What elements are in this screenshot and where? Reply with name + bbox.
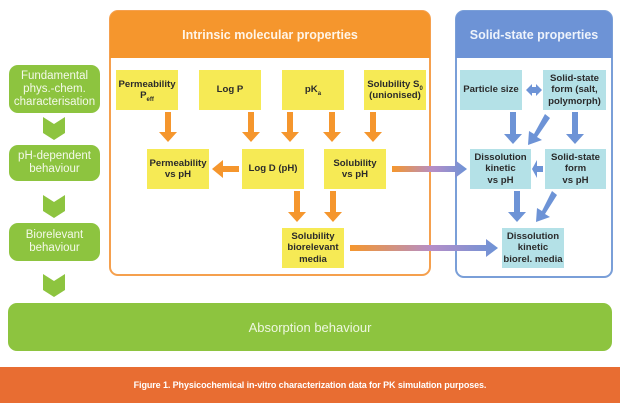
arrow-solubility-to-biorelevant (324, 191, 342, 222)
arrow-s0-down (364, 112, 382, 142)
arrow-form-vs-ph-to-biorel (536, 191, 557, 222)
box-text: form (564, 163, 587, 175)
box-solubility-biorelevant: Solubility biorelevant media (282, 228, 344, 268)
stage-line: behaviour (29, 242, 80, 254)
box-log-p: Log P (199, 70, 261, 110)
box-dissolution-biorel: Dissolution kinetic biorel. media (502, 228, 564, 268)
symbol: Solubility S (367, 78, 420, 90)
arrow-logd-to-permeability-vs-ph (212, 160, 239, 178)
box-text: polymorph) (548, 95, 601, 107)
stage-line: pH-dependent (18, 150, 91, 162)
arrow-pka-to-logd (281, 112, 299, 142)
stage-ph-dependent: pH-dependent behaviour (9, 145, 100, 181)
stage-line: phys.-chem. (23, 82, 86, 95)
stage-line: Fundamental (20, 69, 89, 82)
chevron-down-icon (43, 195, 65, 218)
box-pka: pKa (282, 70, 344, 110)
chevron-down-icon (43, 274, 65, 297)
box-dissolution-vs-ph: Dissolution kinetic vs pH (470, 149, 531, 189)
box-text: Solubility (291, 230, 335, 242)
symbol: pK (304, 84, 318, 96)
arrow-solid-state-to-dissolution (528, 114, 550, 145)
box-text: Permeability (118, 78, 176, 90)
chevron-down-icon (43, 117, 65, 140)
box-text: Permeability (149, 157, 207, 169)
box-text: Particle size (463, 84, 519, 96)
stage-fundamental: Fundamental phys.-chem. characterisation (9, 65, 100, 113)
stage-line: Biorelevant (25, 229, 84, 241)
box-text: Peff (118, 90, 175, 103)
subscript: eff (146, 96, 154, 103)
figure-caption: Figure 1. Physicochemical in-vitro chara… (133, 380, 487, 390)
arrow-particle-to-dissolution (504, 112, 522, 144)
absorption-label: Absorption behaviour (248, 319, 372, 335)
absorption-behaviour-bar: Absorption behaviour (8, 303, 612, 351)
intrinsic-properties-title: Intrinsic molecular properties (182, 27, 358, 42)
arrow-permeability-down (159, 112, 177, 142)
box-text: biorelevant (287, 242, 339, 254)
symbol: P (140, 90, 147, 101)
box-log-d: Log D (pH) (242, 149, 304, 189)
box-solid-state-form-vs-ph: Solid-state form vs pH (545, 149, 606, 189)
box-text: Log D (pH) (248, 163, 298, 175)
box-text: vs pH (164, 169, 192, 180)
box-text: Log P (216, 84, 244, 96)
stage-line: characterisation (13, 95, 96, 108)
box-text: Solid-state (550, 151, 601, 163)
box-solubility-s0: Solubility S0 (unionised) (364, 70, 426, 110)
figure-caption-bar: Figure 1. Physicochemical in-vitro chara… (0, 367, 620, 403)
arrow-biorelevant-to-dissolution-biorel (350, 239, 498, 257)
box-text: vs pH (487, 174, 514, 186)
arrow-logp-down (242, 112, 260, 142)
double-arrow-particle-solid-state (526, 84, 542, 96)
solid-state-panel: Solid-state properties (455, 10, 613, 278)
arrow-dissolution-down (508, 191, 526, 222)
box-text: form (salt, (551, 84, 598, 96)
box-text: Solubility (333, 157, 377, 169)
box-text: kinetic (485, 163, 516, 175)
arrow-solubility-to-dissolution (392, 160, 467, 178)
box-solid-state-form: Solid-state form (salt, polymorph) (543, 70, 606, 110)
box-text: kinetic (517, 242, 549, 254)
intrinsic-properties-panel: Intrinsic molecular properties (109, 10, 431, 276)
intrinsic-properties-header: Intrinsic molecular properties (110, 11, 430, 58)
box-particle-size: Particle size (460, 70, 522, 110)
subscript: a (317, 91, 322, 98)
box-text: pKa (304, 84, 322, 98)
box-permeability-peff: Permeability Peff (116, 70, 178, 110)
box-text: media (299, 253, 327, 265)
box-text: Solubility S0 (367, 78, 423, 92)
box-text: biorel. media (503, 253, 563, 265)
stage-line: behaviour (29, 163, 80, 175)
box-text: Dissolution (506, 230, 560, 242)
box-solubility-vs-ph: Solubility vs pH (324, 149, 386, 189)
box-text: Solid-state (549, 72, 600, 84)
arrow-form-vs-ph-to-dissolution (532, 160, 543, 178)
solid-state-title: Solid-state properties (469, 27, 599, 42)
arrow-pka-to-solubility (323, 112, 341, 142)
arrow-solid-state-down (566, 112, 584, 144)
box-text: vs pH (562, 174, 589, 186)
box-text: (unionised) (369, 90, 421, 101)
subscript: 0 (419, 85, 423, 92)
solid-state-header: Solid-state properties (456, 11, 612, 58)
box-text: Dissolution (474, 151, 527, 163)
box-text: vs pH (341, 169, 369, 180)
arrow-logd-to-biorelevant (288, 191, 306, 222)
box-permeability-vs-ph: Permeability vs pH (147, 149, 209, 189)
stage-biorelevant: Biorelevant behaviour (9, 223, 100, 261)
